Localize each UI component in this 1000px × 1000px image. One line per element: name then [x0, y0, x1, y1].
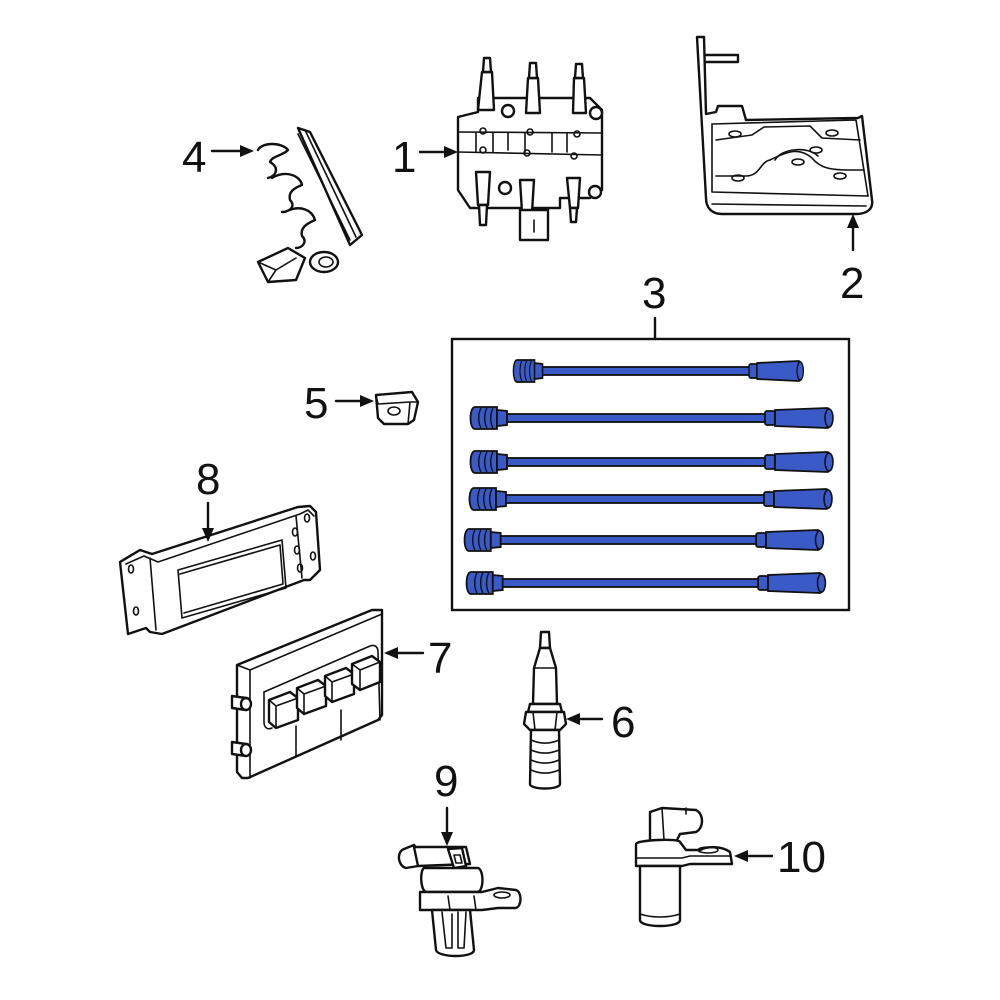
callout-10: 10: [734, 833, 826, 882]
callout-4: 4: [182, 133, 254, 182]
svg-text:7: 7: [428, 634, 452, 683]
part-5-wire-retainer-clip[interactable]: [374, 390, 420, 426]
callout-5: 5: [304, 379, 374, 428]
callout-9: 9: [434, 757, 458, 846]
part-2-coil-mounting-bracket[interactable]: [695, 35, 874, 216]
svg-text:4: 4: [182, 133, 206, 182]
callout-3: 3: [642, 269, 666, 341]
part-8-module-mounting-bracket[interactable]: [118, 504, 322, 636]
svg-text:10: 10: [777, 833, 826, 882]
callout-7: 7: [384, 634, 452, 683]
svg-text:6: 6: [611, 698, 635, 747]
callout-6: 6: [566, 698, 635, 747]
part-1-ignition-coil-pack[interactable]: [456, 56, 604, 242]
part-4-wire-separator[interactable]: [256, 126, 364, 284]
part-9-camshaft-position-sensor[interactable]: [397, 843, 522, 958]
part-6-spark-plug[interactable]: [522, 630, 568, 790]
callout-8: 8: [196, 455, 220, 542]
svg-text:5: 5: [304, 379, 328, 428]
svg-text:8: 8: [196, 455, 220, 504]
svg-text:3: 3: [642, 269, 666, 318]
svg-text:2: 2: [840, 259, 864, 308]
svg-text:1: 1: [392, 133, 416, 182]
part-10-crankshaft-position-sensor[interactable]: [634, 806, 734, 928]
part-7-engine-control-module[interactable]: [230, 608, 384, 780]
part-3-spark-plug-wire-set[interactable]: [450, 337, 851, 612]
callout-2: 2: [840, 214, 864, 308]
svg-text:9: 9: [434, 757, 458, 806]
callout-1: 1: [392, 133, 458, 182]
